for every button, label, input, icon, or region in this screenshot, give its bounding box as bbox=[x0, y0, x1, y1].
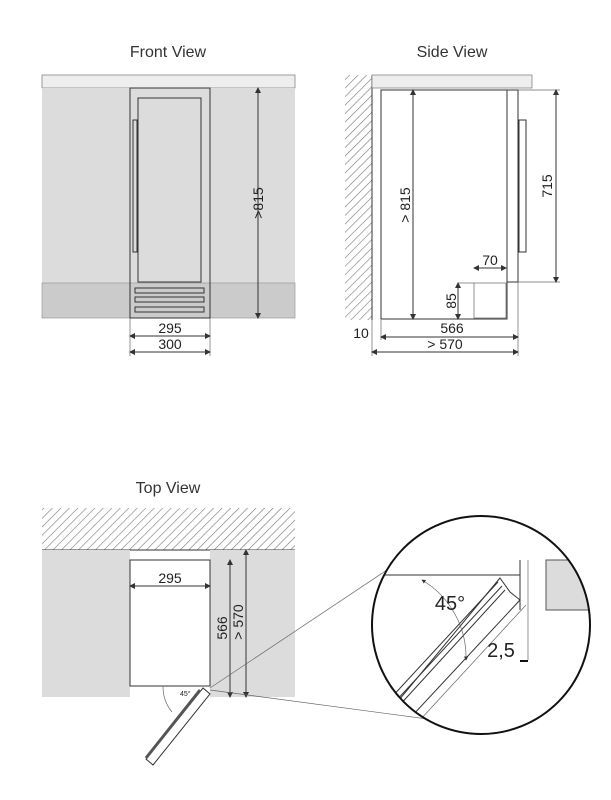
countertop bbox=[41, 74, 296, 89]
detail-circle: 45° 2,5 bbox=[371, 515, 591, 735]
niche-depth-label: > 570 bbox=[427, 336, 463, 352]
glass-door bbox=[137, 97, 202, 283]
top-width-label: 295 bbox=[158, 570, 182, 586]
top-depth-label: 566 bbox=[214, 616, 230, 640]
side-height-label: > 815 bbox=[397, 187, 413, 223]
plinth-height-label: 85 bbox=[443, 293, 459, 309]
cabinet bbox=[42, 88, 295, 283]
side-view: Side View > 815 715 70 85 10 566 > 570 bbox=[345, 44, 560, 356]
vent-slot bbox=[134, 287, 205, 294]
countertop bbox=[371, 74, 533, 89]
appliance-front bbox=[129, 87, 211, 319]
front-view-title: Front View bbox=[130, 44, 207, 61]
door-angle-label: 45° bbox=[180, 690, 191, 698]
top-view: Top View 295 566 > 570 45° bbox=[42, 480, 591, 766]
detail-gap-label: 2,5 bbox=[487, 640, 515, 662]
cabinet-right bbox=[210, 550, 295, 697]
open-door: 45° bbox=[144, 685, 211, 766]
plinth-box bbox=[473, 282, 507, 319]
side-view-title: Side View bbox=[417, 44, 488, 61]
front-view: Front View >815 295 300 bbox=[41, 44, 296, 356]
wall-hatching bbox=[42, 508, 295, 550]
door-side bbox=[506, 89, 519, 283]
top-view-title: Top View bbox=[136, 480, 201, 497]
detail-leader bbox=[209, 689, 451, 723]
front-inner-width-label: 295 bbox=[158, 320, 182, 336]
door-height-label: 715 bbox=[539, 174, 555, 198]
plinth-depth-label: 70 bbox=[482, 252, 498, 268]
detail-angle-label: 45° bbox=[435, 593, 465, 615]
detail-leader bbox=[209, 559, 403, 689]
cabinet-left bbox=[42, 550, 130, 697]
vent-slot bbox=[134, 296, 205, 303]
appliance-top bbox=[129, 559, 211, 687]
vent-slot bbox=[134, 306, 205, 313]
top-niche-depth-label: > 570 bbox=[230, 604, 246, 640]
front-height-label: >815 bbox=[250, 187, 266, 219]
door-handle bbox=[132, 119, 138, 253]
wall-hatching bbox=[345, 75, 372, 320]
door-handle bbox=[518, 119, 527, 253]
side-depth-label: 566 bbox=[440, 320, 464, 336]
front-outer-width-label: 300 bbox=[158, 336, 182, 352]
gap-label: 10 bbox=[353, 325, 369, 341]
